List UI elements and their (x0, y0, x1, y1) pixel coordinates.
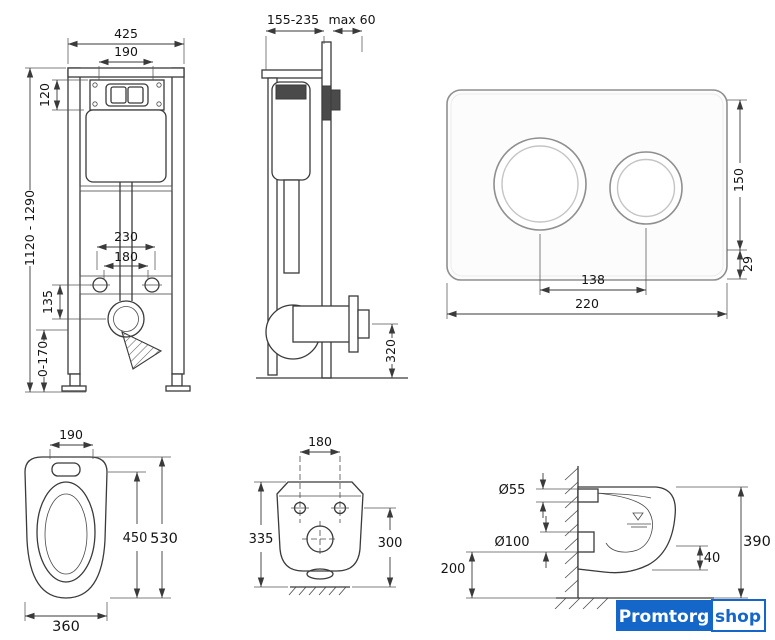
foot-plate-left (61, 385, 87, 392)
foot-left (69, 373, 81, 387)
dim-button-centers: 138 (581, 272, 605, 287)
dim-plate-bottom-offset: 29 (740, 256, 755, 272)
outlet-stub (357, 309, 370, 339)
dim-bolt-spacing: 180 (308, 434, 332, 449)
bowl-top-dimensions: 190 450 530 360 (24, 427, 178, 635)
frame-front-view: 425 190 120 1120 - 1290 230 180 135 0-17… (22, 26, 191, 393)
outlet-ellipse (306, 568, 334, 580)
floor-hatch (554, 597, 609, 610)
logo-primary-bg (616, 600, 712, 631)
dim-inner-length: 450 (123, 531, 148, 546)
dim-rear-height: 335 (249, 532, 274, 547)
bowl-outline-top (24, 456, 108, 599)
foot-plate-right (165, 385, 191, 392)
dim-inlet-diameter: Ø55 (499, 483, 526, 498)
bowl-side-view: Ø55 Ø100 200 390 40 (441, 466, 771, 610)
flush-unit (105, 83, 149, 107)
dim-outlet-diameter: Ø100 (494, 535, 529, 550)
outlet-pipe (577, 531, 595, 553)
dim-plate-height: 150 (731, 168, 746, 192)
small-flush-button (609, 151, 683, 225)
screw-icon (156, 101, 162, 107)
bowl-profile (577, 486, 677, 574)
dim-outlet-axis-height: 200 (441, 562, 466, 577)
dim-wall-offset: max 60 (328, 12, 375, 27)
bowl-cavity (595, 492, 653, 553)
small-flush-button-ring (616, 158, 676, 218)
dim-bowl-height: 390 (743, 534, 771, 550)
dim-outlet-height: 320 (383, 339, 398, 363)
dim-seat-width: 190 (59, 427, 83, 442)
logo-suffix-text: shop (715, 607, 761, 627)
outlet-flange (348, 295, 359, 353)
dim-frame-height-range: 1120 - 1290 (22, 190, 37, 266)
cistern-opening (275, 84, 307, 100)
flush-plate-view: 150 29 138 220 (446, 89, 755, 319)
flush-plate-dimensions: 150 29 138 220 (446, 99, 755, 319)
front-rail (267, 77, 278, 376)
frame-left-rail (67, 67, 81, 375)
wall-anchor (330, 89, 341, 111)
frame-front-dimensions: 425 190 120 1120 - 1290 230 180 135 0-17… (22, 26, 185, 393)
hinge-cover (51, 462, 81, 477)
frame-side-view: 155-235 max 60 320 (256, 12, 408, 379)
seat-ring (36, 481, 96, 583)
water-level-icon (632, 512, 644, 521)
bowl-rear-dimensions: 180 335 300 (249, 434, 403, 588)
dim-fixing-height: 135 (40, 290, 55, 314)
big-flush-button-ring (501, 145, 579, 223)
dim-panel-width: 190 (114, 44, 138, 59)
drain-socket-inner (113, 306, 139, 332)
bowl-side-dimensions: Ø55 Ø100 200 390 40 (441, 473, 771, 599)
screw-icon (92, 101, 98, 107)
bowl-rear-view: 180 335 300 (249, 434, 403, 596)
logo-primary-text: Promtorg (619, 607, 710, 627)
flush-button-right (127, 86, 144, 104)
dim-fixing-outer: 230 (114, 229, 138, 244)
frame-right-rail (171, 67, 185, 375)
flush-plate-inner-edge (450, 93, 724, 277)
screw-icon (92, 82, 98, 88)
screw-icon (156, 82, 162, 88)
big-flush-button (493, 137, 587, 231)
bowl-opening (44, 493, 88, 575)
dim-fixing-inner: 180 (114, 249, 138, 264)
frame-side-dimensions: 155-235 max 60 320 (265, 12, 398, 378)
dim-bowl-width: 360 (52, 619, 80, 635)
foot-right (171, 373, 183, 387)
logo-suffix-bg (711, 599, 766, 632)
outlet-pipe (292, 305, 352, 343)
dim-tank-top: 120 (37, 83, 52, 107)
dim-foot-range: 0-170 (35, 341, 50, 377)
dim-total-length: 530 (150, 531, 178, 547)
flush-button-left (110, 86, 127, 104)
promtorgshop-logo: Promtorg shop (616, 599, 766, 632)
dim-depth-range: 155-235 (267, 12, 319, 27)
cistern-tank (85, 109, 167, 183)
dim-bolt-height: 300 (378, 536, 403, 551)
frame-top-bar (67, 67, 185, 78)
dim-plate-width: 220 (575, 296, 599, 311)
top-bracket (261, 69, 325, 79)
flush-plate (446, 89, 728, 281)
dim-ledge: 40 (704, 551, 721, 566)
wall-fixing-block (321, 85, 332, 121)
wall-hatch (564, 467, 579, 593)
drain-elbow-hatch (121, 330, 163, 370)
inlet-pipe (577, 488, 599, 503)
bowl-top-view: 190 450 530 360 (24, 427, 178, 635)
dim-frame-width: 425 (114, 26, 138, 41)
frame-cross-member (79, 185, 173, 192)
flush-pipe-side (283, 179, 300, 274)
